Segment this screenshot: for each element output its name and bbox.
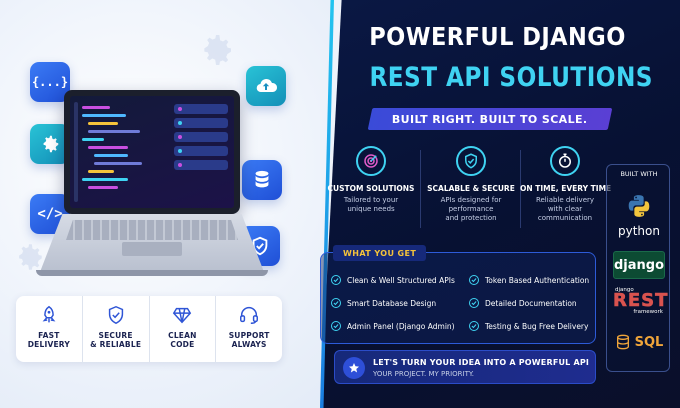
check-icon	[331, 298, 341, 308]
feature-fast-delivery: FAST DELIVERY	[16, 296, 83, 362]
database-icon	[616, 334, 629, 350]
drf-top-label: django	[615, 287, 634, 293]
cta-subtitle: YOUR PROJECT. MY PRIORITY.	[373, 370, 474, 378]
code-editor-screen	[70, 96, 234, 208]
drf-rest-label: REST	[613, 290, 669, 311]
headline-line-1: POWERFUL DJANGO	[369, 22, 626, 51]
rocket-icon	[42, 305, 56, 323]
database-icon	[255, 170, 269, 188]
pillar-custom-solutions: CUSTOM SOLUTIONS Tailored to your unique…	[326, 146, 416, 214]
list-item: Smart Database Design	[331, 298, 436, 308]
target-icon	[356, 146, 386, 176]
drf-framework-label: framework	[633, 309, 663, 315]
pillar-title: ON TIME, EVERY TIME	[520, 184, 612, 193]
laptop-screen	[64, 90, 240, 214]
code-icon: </>	[37, 206, 63, 222]
list-item: Token Based Authentication	[469, 275, 589, 285]
list-item-text: Testing & Bug Free Delivery	[485, 321, 589, 331]
list-item-text: Token Based Authentication	[485, 275, 590, 285]
pillar-scalable-secure: SCALABLE & SECURE APIs designed for perf…	[426, 146, 516, 223]
check-icon	[331, 275, 341, 285]
features-bar: FAST DELIVERY SECURE & RELIABLE CLEAN CO…	[16, 296, 282, 362]
tagline-text: BUILT RIGHT. BUILT TO SCALE.	[392, 112, 588, 126]
feature-secure-reliable: SECURE & RELIABLE	[83, 296, 150, 362]
cta-title: LET'S TURN YOUR IDEA INTO A POWERFUL API	[373, 358, 590, 367]
background-gear-icon	[204, 35, 231, 65]
database-tile	[242, 160, 282, 200]
laptop-edge	[36, 270, 268, 276]
diamond-icon	[173, 307, 192, 324]
list-item-text: Admin Panel (Django Admin)	[347, 321, 455, 331]
laptop-touchpad	[122, 242, 182, 256]
list-item: Detailed Documentation	[469, 298, 577, 308]
list-item-text: Clean & Well Structured APIs	[347, 275, 455, 285]
check-icon	[469, 275, 479, 285]
laptop-keyboard	[66, 220, 238, 240]
feature-clean-code: CLEAN CODE	[150, 296, 217, 362]
cloud-upload-icon	[256, 78, 278, 93]
braces-tile: {...}	[30, 62, 70, 102]
feature-label: CLEAN CODE	[168, 331, 197, 349]
pillar-description: Reliable delivery with clear communicati…	[535, 196, 595, 222]
feature-support-always: SUPPORT ALWAYS	[216, 296, 282, 362]
check-icon	[469, 321, 479, 331]
check-icon	[331, 321, 341, 331]
what-you-get-heading: WHAT YOU GET	[333, 245, 427, 261]
pillar-title: SCALABLE & SECURE	[427, 184, 515, 193]
background-gear-icon	[19, 244, 42, 270]
divider	[520, 150, 521, 228]
divider	[420, 150, 421, 228]
headset-icon	[240, 307, 259, 324]
settings-tile	[30, 124, 70, 164]
tagline-ribbon: BUILT RIGHT. BUILT TO SCALE.	[367, 108, 613, 130]
cta-banner: LET'S TURN YOUR IDEA INTO A POWERFUL API…	[334, 350, 596, 384]
gear-icon	[43, 135, 59, 153]
list-item: Clean & Well Structured APIs	[331, 275, 455, 285]
list-item-text: Detailed Documentation	[485, 298, 577, 308]
what-you-get-box: WHAT YOU GET Clean & Well Structured API…	[320, 245, 596, 344]
shield-check-icon	[456, 146, 486, 176]
list-item: Admin Panel (Django Admin)	[331, 321, 455, 331]
python-label: python	[618, 224, 660, 238]
built-with-panel: BUILT WITH python django django REST fra…	[606, 164, 670, 372]
feature-label: FAST DELIVERY	[27, 331, 70, 349]
pillar-title: CUSTOM SOLUTIONS	[327, 184, 415, 193]
built-with-heading: BUILT WITH	[620, 170, 658, 178]
pillar-on-time: ON TIME, EVERY TIME Reliable delivery wi…	[520, 146, 612, 223]
sql-label: SQL	[634, 334, 664, 350]
stopwatch-icon	[550, 146, 580, 176]
drf-logo: django REST framework	[613, 287, 669, 315]
pillar-description: APIs designed for performance and protec…	[440, 196, 502, 222]
check-icon	[469, 298, 479, 308]
list-item: Testing & Bug Free Delivery	[469, 321, 588, 331]
python-icon	[628, 195, 650, 217]
sql-logo: SQL	[613, 333, 665, 351]
star-icon	[343, 357, 365, 379]
django-logo: django	[613, 251, 665, 279]
shield-check-icon	[108, 305, 123, 325]
list-item-text: Smart Database Design	[347, 298, 437, 308]
braces-icon: {...}	[31, 75, 69, 89]
cloud-tile	[246, 66, 286, 106]
python-logo: python	[611, 193, 667, 238]
feature-label: SECURE & RELIABLE	[90, 331, 142, 349]
pillar-description: Tailored to your unique needs	[343, 196, 399, 213]
feature-label: SUPPORT ALWAYS	[228, 331, 270, 349]
headline-line-2: REST API SOLUTIONS	[369, 62, 653, 93]
